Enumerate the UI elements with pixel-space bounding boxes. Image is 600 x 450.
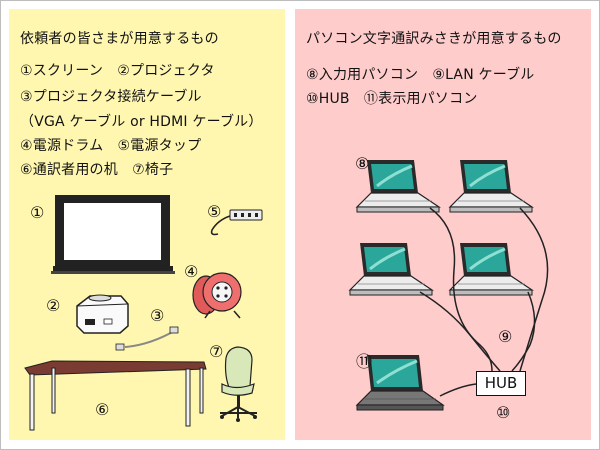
input-laptop-2-icon <box>450 160 532 212</box>
display-pc-marker: ⑪ <box>356 348 372 372</box>
cable-marker: ③ <box>150 306 164 325</box>
hub-box: HUB <box>476 371 526 396</box>
projector-marker: ② <box>46 296 60 315</box>
lan-marker: ⑨ <box>498 327 512 346</box>
chair-icon <box>220 347 257 422</box>
input-laptop-3-icon <box>350 243 432 295</box>
input-laptop-4-icon <box>450 243 532 295</box>
input-pc-marker: ⑧ <box>355 154 369 173</box>
tap-marker: ⑤ <box>207 202 221 221</box>
lan-cable-icon <box>420 208 548 396</box>
hub-marker: ⑩ <box>496 403 510 422</box>
screen-icon <box>51 195 175 274</box>
desk-marker: ⑥ <box>95 400 109 419</box>
projector-icon <box>77 295 128 333</box>
power-drum-icon <box>193 273 241 318</box>
projector-cable-icon <box>116 327 178 350</box>
screen-marker: ① <box>30 203 44 222</box>
drum-marker: ④ <box>184 262 198 281</box>
desk-icon <box>25 361 206 430</box>
chair-marker: ⑦ <box>209 342 223 361</box>
